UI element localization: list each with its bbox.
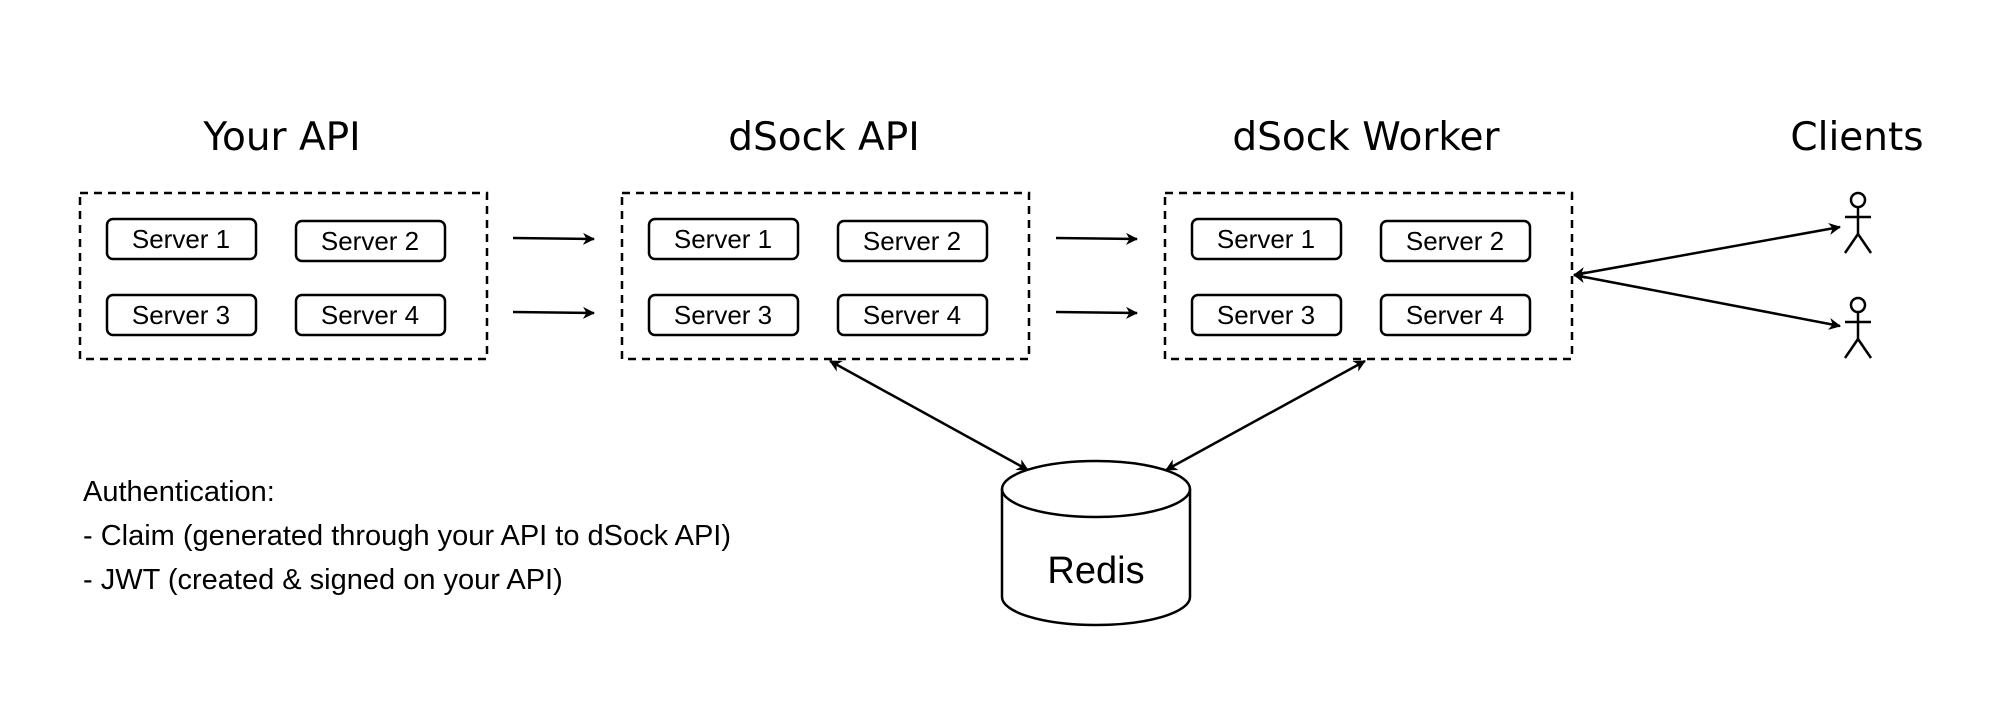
arrow-dsock-api-to-worker (1055, 306, 1138, 319)
arrow-your-api-to-dsock-api (512, 232, 595, 245)
server-label: Server 3 (674, 300, 772, 330)
group-dsock-worker: dSock Worker Server 1 Server 2 Server 3 … (1163, 115, 1574, 361)
arrow-worker-client-2 (1573, 271, 1841, 330)
server-node: Server 1 (105, 217, 258, 261)
authentication-notes: Authentication: - Claim (generated throu… (83, 476, 731, 596)
group-clients: Clients (1790, 115, 1924, 359)
database-label: Redis (1047, 550, 1144, 592)
server-label: Server 1 (132, 224, 230, 254)
server-node: Server 4 (836, 293, 989, 337)
server-label: Server 1 (1217, 224, 1315, 254)
cluster-dsock-worker (1163, 191, 1574, 361)
notes-line: - Claim (generated through your API to d… (83, 520, 731, 552)
server-label: Server 4 (863, 300, 961, 330)
arrow-worker-client-1 (1573, 223, 1841, 279)
server-label: Server 2 (321, 226, 419, 256)
arrow-dsock-api-to-worker (1055, 232, 1138, 245)
server-label: Server 2 (863, 226, 961, 256)
client-actor-icon (1843, 191, 1873, 254)
server-node: Server 2 (1379, 219, 1532, 263)
client-actor-icon (1843, 296, 1873, 359)
database-cylinder-icon (1000, 459, 1192, 627)
server-label: Server 1 (674, 224, 772, 254)
server-node: Server 4 (294, 293, 447, 337)
group-dsock-api: dSock API Server 1 Server 2 Server 3 Ser… (620, 115, 1031, 361)
arrow-worker-redis (1165, 359, 1366, 472)
server-node: Server 2 (294, 219, 447, 263)
server-label: Server 2 (1406, 226, 1504, 256)
cluster-dsock-api (620, 191, 1031, 361)
database-redis: Redis (1000, 459, 1192, 627)
server-label: Server 4 (1406, 300, 1504, 330)
group-title-clients: Clients (1790, 115, 1923, 160)
arrow-dsock-api-redis (829, 359, 1029, 472)
arrow-your-api-to-dsock-api (512, 306, 595, 319)
server-label: Server 3 (1217, 300, 1315, 330)
notes-heading: Authentication: (83, 476, 275, 508)
group-title-dsock-worker: dSock Worker (1232, 115, 1500, 160)
group-title-your-api: Your API (202, 115, 360, 160)
group-title-dsock-api: dSock API (728, 115, 920, 160)
server-label: Server 3 (132, 300, 230, 330)
server-node: Server 4 (1379, 293, 1532, 337)
connectors (512, 223, 1841, 472)
server-node: Server 2 (836, 219, 989, 263)
group-your-api: Your API Server 1 Server 2 Server 3 Serv… (78, 115, 489, 361)
cluster-your-api (78, 191, 489, 361)
server-node: Server 1 (647, 217, 800, 261)
server-label: Server 4 (321, 300, 419, 330)
server-node: Server 3 (105, 293, 258, 337)
server-node: Server 1 (1190, 217, 1343, 261)
server-node: Server 3 (647, 293, 800, 337)
server-node: Server 3 (1190, 293, 1343, 337)
notes-line: - JWT (created & signed on your API) (83, 564, 563, 596)
